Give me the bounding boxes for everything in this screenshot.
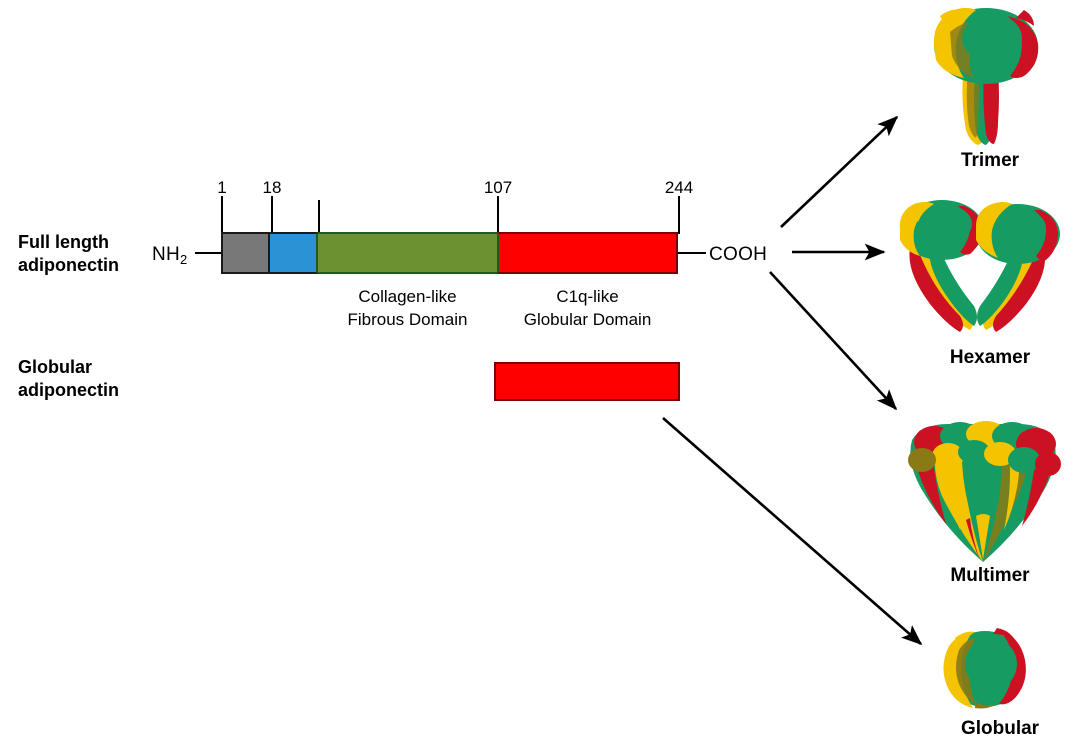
multimer-body (908, 421, 1061, 562)
domain-segment-collagen-like (318, 232, 497, 274)
structure-label-trimer: Trimer (960, 150, 1020, 171)
arrow-to-multimer (769, 271, 898, 411)
tick-number-107: 107 (483, 178, 513, 197)
tick-number-244: 244 (664, 178, 694, 197)
tick-mark-244 (678, 196, 680, 234)
tick-number-18: 18 (262, 178, 282, 197)
structure-label-globular: Globular (960, 718, 1040, 739)
c-terminus-label: COOH (709, 244, 768, 265)
n-terminus-text: NH (152, 244, 181, 265)
structure-image-hexamer (884, 196, 1074, 344)
n-terminus-label: NH2 (152, 244, 188, 267)
tick-mark-18 (271, 196, 273, 234)
tick-mark-1 (221, 196, 223, 234)
structure-image-multimer (898, 420, 1068, 568)
arrow-to-trimer (780, 115, 899, 228)
tick-mark-107 (497, 196, 499, 234)
row-label-globular: Globular adiponectin (18, 357, 120, 400)
domain-segment-signal-peptide (221, 232, 270, 274)
structure-image-trimer (906, 2, 1066, 154)
row-label-full-length: Full length adiponectin (18, 232, 120, 275)
hexamer-left-head (899, 200, 984, 260)
n-terminus-connector-line (195, 252, 221, 254)
n-terminus-subscript: 2 (180, 252, 188, 267)
tick-mark-unlabeled (318, 200, 320, 234)
c-terminus-connector-line (678, 252, 706, 254)
structure-image-globular (935, 624, 1031, 714)
caption-collagen-domain: Collagen-like Fibrous Domain (347, 287, 468, 329)
domain-segment-variable-region (270, 232, 318, 274)
globular-adiponectin-bar (494, 362, 680, 401)
structure-label-multimer: Multimer (950, 565, 1030, 586)
trimer-head (933, 7, 1039, 84)
hexamer-right-head (976, 202, 1060, 264)
caption-c1q-domain: C1q-like Globular Domain (523, 287, 652, 329)
arrow-to-globular (662, 417, 923, 646)
domain-segment-c1q-like (497, 232, 678, 274)
structure-label-hexamer: Hexamer (949, 347, 1031, 368)
globular-body (943, 628, 1026, 709)
tick-number-1: 1 (217, 178, 227, 197)
trimer-stalk (962, 64, 999, 145)
